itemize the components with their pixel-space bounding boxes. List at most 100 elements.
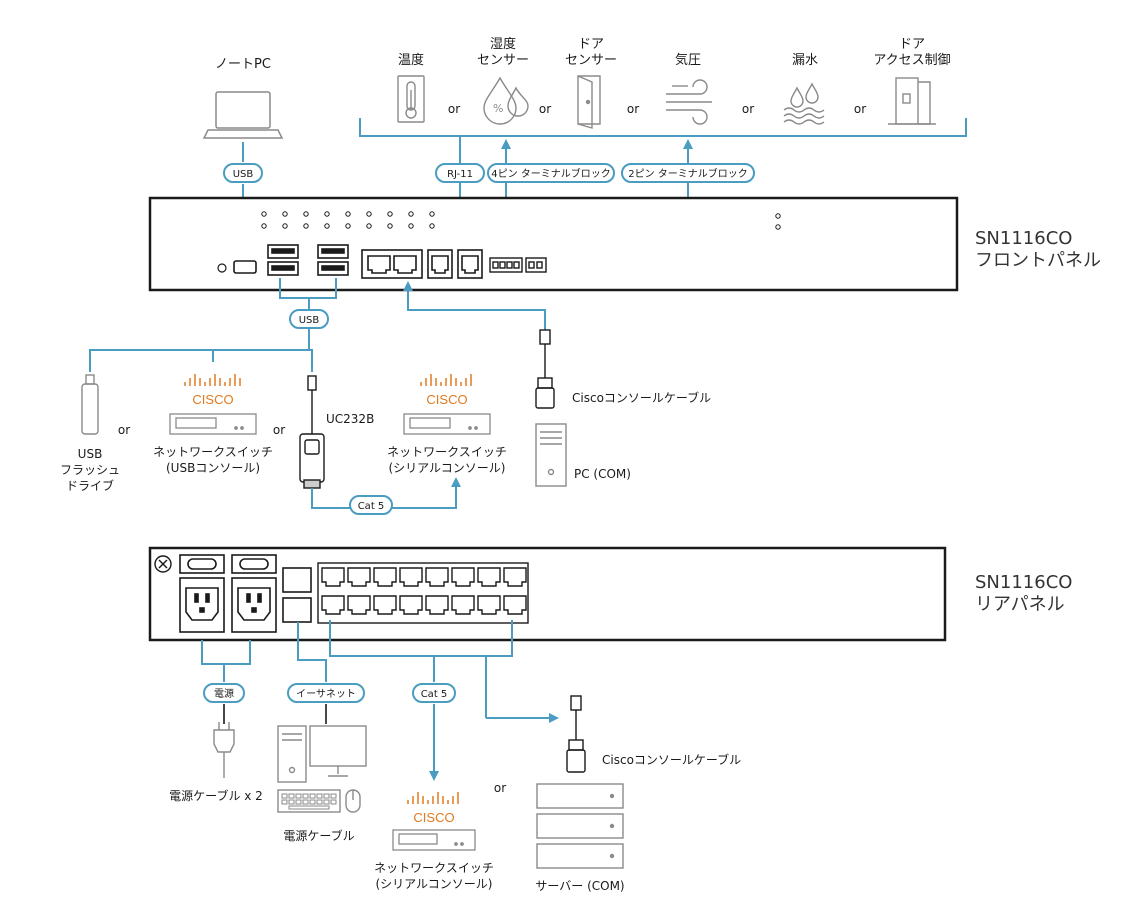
rear-connection-lines [201,620,513,718]
or-label-3: or [627,102,639,116]
or-label-1: or [448,102,460,116]
cat5-pill-rear: Cat 5 [412,683,456,703]
or-label-4: or [742,102,754,116]
usb-ports-right[interactable] [317,244,349,276]
cisco-logo-bottom [407,792,459,804]
ethernet-pill: イーサネット [287,683,365,703]
access-control-label-1: ドア [899,37,925,52]
temp-sensor-label: 温度 [398,52,424,68]
usb-pill-mid: USB [289,309,329,329]
humidity-sensor-label-2: センサー [477,53,529,68]
terminal-block-2pin[interactable] [525,257,547,273]
door-icon [577,75,601,129]
cisco-cable-bottom-label: Ciscoコンソールケーブル [602,752,741,767]
pin4-pill-label: 4ピン ターミナルブロック [491,167,611,180]
usb-flash-label-3: ドライブ [66,478,114,493]
uc232b-label: UC232B [326,412,374,426]
desktop-pc-icon [277,725,367,813]
ethernet-pill-label: イーサネット [296,688,356,700]
switch-bottom-label-1: ネットワークスイッチ [374,861,494,875]
reset-button[interactable] [217,263,227,273]
power-switch-1[interactable] [179,554,225,574]
front-panel-title-2: フロントパネル [975,250,1101,271]
rear-panel [148,546,947,642]
network-switch-usb-icon [169,413,257,435]
rj11-pill-label: RJ-11 [447,169,473,180]
pc-com-label: PC (COM) [574,467,631,481]
rj11-pill: RJ-11 [435,163,485,183]
server-icon [536,783,624,869]
power-inlet-2[interactable] [231,577,277,633]
thermometer-icon [397,75,425,123]
usb-flash-drive-icon [81,374,99,435]
power-cable-label: 電源ケーブル x 2 [169,788,263,803]
access-control-label-2: アクセス制御 [873,53,950,68]
cat5-pill-mid: Cat 5 [349,495,393,515]
or-label-5: or [854,102,866,116]
usb-flash-label-2: フラッシュ [60,463,120,477]
network-switch-bottom-icon [392,829,476,851]
usb-pill-top: USB [223,163,263,183]
power-switch-2[interactable] [231,554,277,574]
laptop-icon [202,91,284,139]
cisco-text-serial: CISCO [426,392,467,407]
power-pill: 電源 [203,683,245,703]
cisco-text-usb: CISCO [192,392,233,407]
rear-panel-title-2: リアパネル [975,594,1065,615]
or-label-mid-2: or [273,423,285,437]
usb-connection-lines [89,278,337,372]
front-panel-title-1: SN1116CO [975,228,1072,249]
cat5-pill-rear-label: Cat 5 [421,689,448,700]
door-sensor-label-1: ドア [578,37,604,52]
svg-text:%: % [493,102,503,115]
usb-ports-left[interactable] [267,244,299,276]
switch-bottom-label-2: (シリアルコンソール) [375,877,492,891]
cisco-logo-usb [184,374,241,386]
power-pill-label: 電源 [214,687,234,700]
server-label: サーバー (COM) [535,879,624,893]
pin4-pill: 4ピン ターミナルブロック [487,163,615,183]
power-inlet-1[interactable] [179,577,225,633]
rear-panel-title-1: SN1116CO [975,572,1072,593]
pressure-sensor-label: 気圧 [675,52,701,68]
sensor-bus-line [359,118,967,170]
serial-port-grid[interactable] [317,562,529,624]
wind-icon [666,79,712,125]
or-label-mid-1: or [118,423,130,437]
mini-usb-port[interactable] [233,260,257,274]
pc-label: 電源ケーブル [283,828,354,843]
water-leak-icon [783,82,825,125]
switch-serial-label-1: ネットワークスイッチ [387,445,507,459]
front-led-indicators [261,211,781,230]
console-cable-arrow [403,281,546,330]
cisco-text-bottom: CISCO [413,810,454,825]
door-sensor-label-2: センサー [565,53,617,68]
usb-flash-label-1: USB [78,447,103,461]
power-plug-icon [213,722,235,778]
cisco-console-cable-icon [535,329,555,409]
cat5-pill-mid-label: Cat 5 [358,501,385,512]
switch-usb-label-2: (USBコンソール) [166,461,260,475]
pin2-pill: 2ピン ターミナルブロック [621,163,755,183]
ground-screw-icon [154,555,172,573]
front-panel [148,196,959,292]
network-switch-serial-icon [403,413,491,435]
usb-pill-mid-label: USB [299,315,320,326]
pin2-pill-label: 2ピン ターミナルブロック [628,167,748,180]
terminal-block-4pin[interactable] [489,257,523,273]
access-control-icon [888,77,936,125]
or-label-2: or [539,102,551,116]
console-rj45-ports[interactable] [361,249,423,279]
usb-pill-top-label: USB [233,169,254,180]
cisco-cable-label: Ciscoコンソールケーブル [572,390,711,405]
laptop-label: ノートPC [215,57,271,72]
humidity-icon: % [483,76,529,125]
cisco-logo-serial [420,374,472,386]
or-label-bottom: or [494,781,506,795]
rj11-ports[interactable] [427,249,483,279]
cisco-console-cable-bottom-icon [566,695,586,773]
leak-sensor-label: 漏水 [792,52,818,68]
humidity-sensor-label-1: 湿度 [490,36,516,52]
switch-usb-label-1: ネットワークスイッチ [153,445,273,459]
